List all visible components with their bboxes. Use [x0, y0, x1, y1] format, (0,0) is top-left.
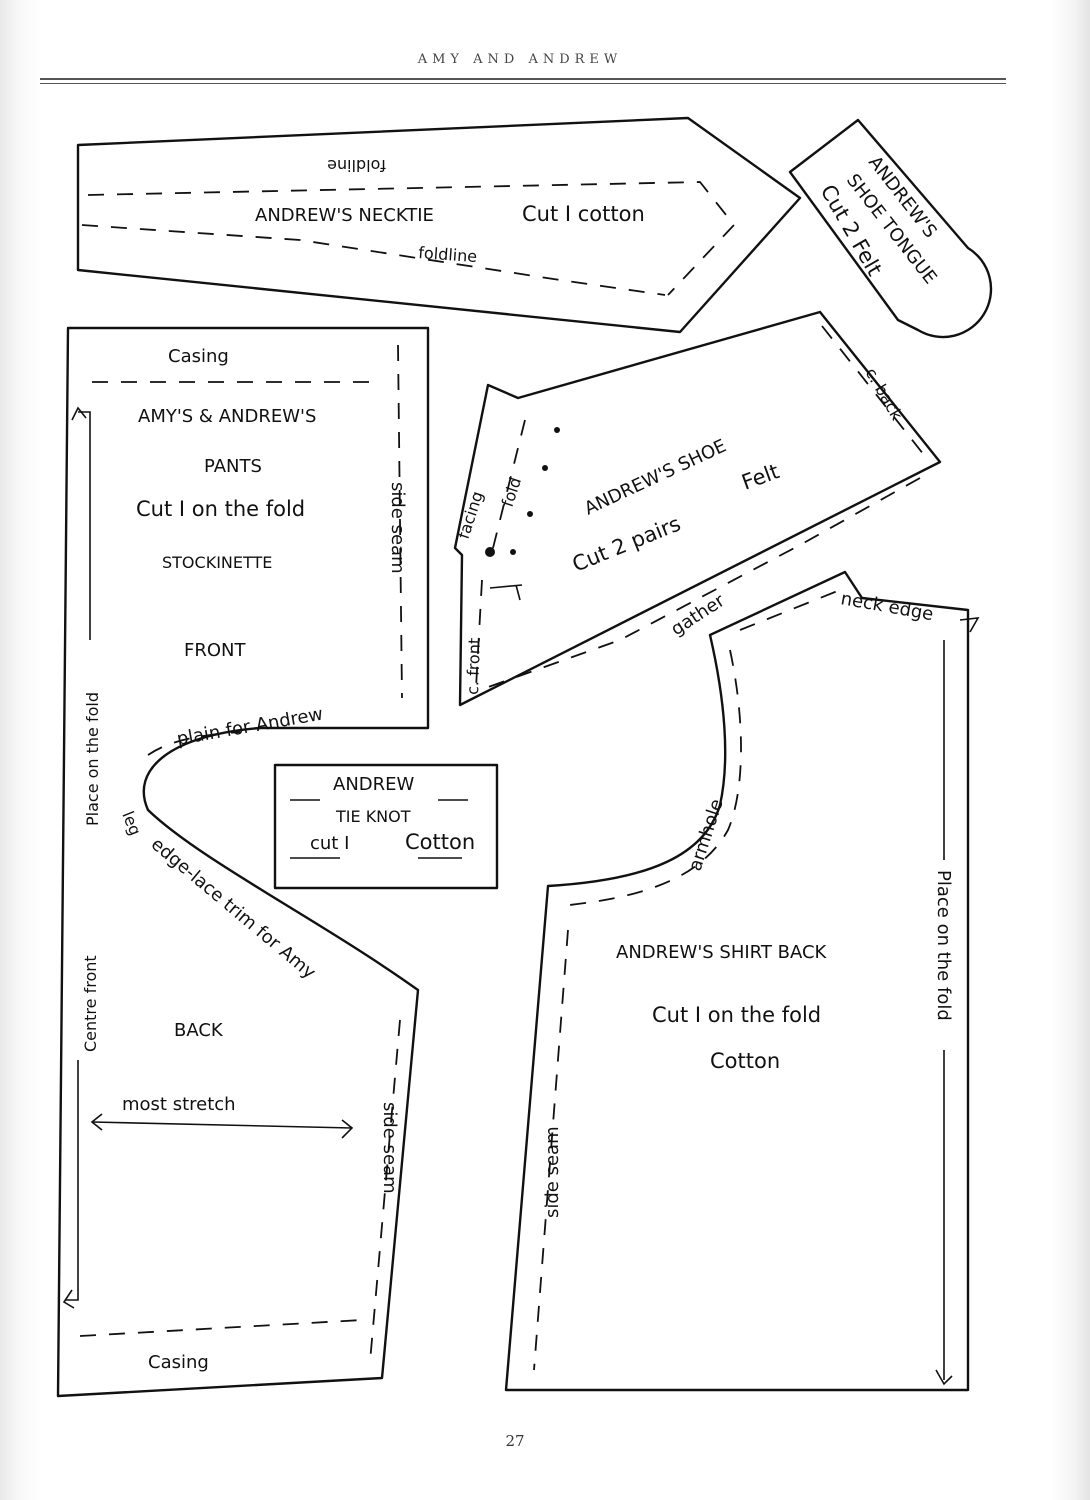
- tie-knot-title-2: TIE KNOT: [335, 807, 411, 826]
- header-rule: [40, 78, 1006, 80]
- tie-knot-cut: cut I: [310, 833, 349, 854]
- pants-piece: Casing AMY'S & ANDREW'S PANTS Cut I on t…: [56, 326, 430, 1398]
- shoe-title: ANDREW'S SHOE: [581, 435, 729, 519]
- shoe-facing-label: facing: [454, 489, 487, 541]
- shirt-place-fold-label: Place on the fold: [933, 870, 954, 1021]
- shirt-side-seam-line: [533, 929, 569, 1371]
- shirt-cut: Cut I on the fold: [652, 1003, 821, 1027]
- shoe-piece: ANDREW'S SHOE Cut 2 pairs Felt facing fo…: [453, 310, 942, 707]
- shoe-tongue-outline: [788, 118, 993, 339]
- pants-fold-line-lower: [66, 1060, 79, 1301]
- shirt-neck-edge-label: neck edge: [839, 588, 935, 625]
- shoe-gather-label: gather: [667, 590, 729, 640]
- shirt-side-seam-label: side seam: [542, 1126, 563, 1218]
- stretch-arrow-line: [91, 1121, 353, 1129]
- shoe-gather-line: [479, 477, 921, 691]
- necktie-foldline-lower: [81, 224, 666, 296]
- pants-side-seam-front-line: [397, 344, 403, 699]
- shoe-gather-mark: [489, 584, 523, 601]
- shoe-c-front-label: c. front: [463, 637, 484, 695]
- shoe-fabric: Felt: [739, 459, 783, 495]
- shoe-dot-5: [510, 549, 516, 555]
- pants-side-seam-front: side seam: [387, 482, 408, 574]
- pants-plain-label: plain for Andrew: [175, 704, 324, 750]
- running-header: AMY AND ANDREW: [417, 52, 623, 67]
- shoe-dot-3: [527, 511, 533, 517]
- pants-fold-arrow-top: [71, 406, 87, 421]
- shoe-tongue-piece: ANDREW'S SHOE TONGUE Cut 2 Felt: [788, 118, 993, 339]
- header-rule-thin: [40, 83, 1006, 84]
- pants-outline: [56, 326, 430, 1398]
- shirt-title: ANDREW'S SHIRT BACK: [616, 942, 828, 963]
- shirt-fold-arrow-bottom: [935, 1369, 953, 1386]
- pants-casing-bottom: Casing: [148, 1352, 209, 1373]
- page-number: 27: [505, 1432, 525, 1450]
- shoe-fold-line: [489, 419, 526, 561]
- tie-knot-fabric: Cotton: [405, 830, 475, 854]
- shoe-outline: [453, 310, 942, 707]
- pants-fold-arrow-bottom: [62, 1289, 75, 1309]
- shoe-fold-label: fold: [498, 475, 525, 509]
- pants-leg-label: leg: [118, 808, 145, 838]
- pants-title-1: AMY'S & ANDREW'S: [138, 406, 316, 427]
- shirt-fabric: Cotton: [710, 1049, 780, 1073]
- pants-plain-line: [147, 731, 241, 756]
- necktie-foldline-upper: [87, 181, 736, 296]
- shoe-c-front-line: [475, 579, 483, 689]
- shoe-dot-2: [542, 465, 548, 471]
- shirt-neck-line: [739, 589, 841, 631]
- necktie-outline: [76, 116, 802, 334]
- stretch-arrow-right: [341, 1119, 354, 1139]
- necktie-piece: foldline ANDREW'S NECKTIE Cut I cotton f…: [76, 116, 802, 334]
- pants-cut: Cut I on the fold: [136, 497, 305, 521]
- necktie-foldline-bottom-label: foldline: [418, 243, 478, 266]
- pants-stretch-label: most stretch: [122, 1094, 236, 1115]
- stretch-arrow-left: [90, 1113, 103, 1131]
- pants-casing-line-bottom: [79, 1319, 363, 1337]
- shirt-neck-arrow: [959, 617, 980, 633]
- necktie-foldline-top-label: foldline: [327, 156, 386, 175]
- tie-knot-piece: ANDREW TIE KNOT cut I Cotton: [273, 763, 499, 890]
- pants-centre-front-label: Centre front: [81, 955, 100, 1052]
- shoe-dot-4: [485, 547, 495, 557]
- pants-front-label: FRONT: [184, 640, 246, 661]
- shirt-armhole-label: armhole: [685, 797, 728, 874]
- shirt-back-piece: neck edge armhole ANDREW'S SHIRT BACK Cu…: [504, 570, 980, 1392]
- tie-knot-outline: [273, 763, 499, 890]
- pants-fabric: STOCKINETTE: [162, 553, 272, 572]
- pants-place-fold-label: Place on the fold: [83, 692, 102, 826]
- pants-back-label: BACK: [174, 1020, 224, 1041]
- pants-title-2: PANTS: [204, 456, 262, 477]
- shoe-dot-1: [554, 427, 560, 433]
- tie-knot-title-1: ANDREW: [333, 774, 415, 795]
- necktie-title: ANDREW'S NECKTIE: [255, 205, 434, 226]
- pants-casing-top: Casing: [168, 346, 229, 367]
- pants-side-seam-back: side seam: [379, 1102, 400, 1194]
- shoe-cut: Cut 2 pairs: [569, 511, 684, 576]
- shirt-back-outline: [504, 570, 970, 1392]
- shirt-armhole-line: [559, 649, 742, 907]
- necktie-cut: Cut I cotton: [522, 202, 645, 226]
- pants-fold-line-upper: [78, 411, 91, 640]
- shoe-c-back-label: c. back: [862, 365, 907, 424]
